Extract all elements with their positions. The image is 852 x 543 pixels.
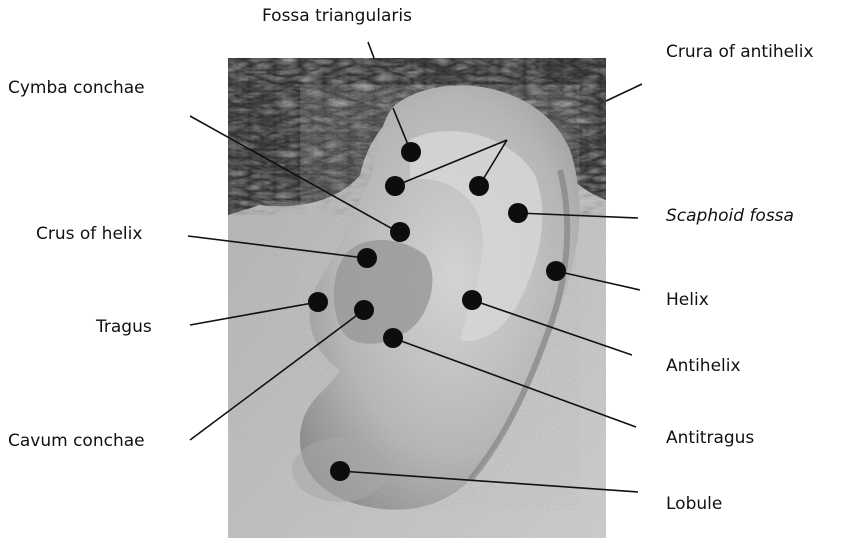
marker-helix xyxy=(546,261,566,281)
marker-crura-lower xyxy=(469,176,489,196)
label-antihelix: Antihelix xyxy=(666,356,741,376)
label-crus-of-helix: Crus of helix xyxy=(36,224,142,244)
marker-cavum-conchae xyxy=(354,300,374,320)
label-helix: Helix xyxy=(666,290,709,310)
marker-tragus xyxy=(308,292,328,312)
label-cymba-conchae: Cymba conchae xyxy=(8,78,145,98)
label-lobule: Lobule xyxy=(666,494,722,514)
marker-scaphoid-fossa xyxy=(508,203,528,223)
label-tragus: Tragus xyxy=(96,317,152,337)
leader-fossa-triangularis-stub xyxy=(368,42,374,58)
marker-cymba-conchae xyxy=(390,222,410,242)
label-scaphoid-fossa: Scaphoid fossa xyxy=(666,206,794,226)
marker-antihelix xyxy=(462,290,482,310)
marker-crura-upper xyxy=(385,176,405,196)
label-crura-of-antihelix: Crura of antihelix xyxy=(666,42,814,62)
marker-fossa-triangularis xyxy=(401,142,421,162)
photo-region xyxy=(228,58,606,538)
marker-antitragus xyxy=(383,328,403,348)
label-antitragus: Antitragus xyxy=(666,428,754,448)
leader-crura-stub xyxy=(606,84,642,101)
label-fossa-triangularis: Fossa triangularis xyxy=(262,6,412,26)
marker-lobule xyxy=(330,461,350,481)
marker-crus-of-helix xyxy=(357,248,377,268)
label-cavum-conchae: Cavum conchae xyxy=(8,431,145,451)
